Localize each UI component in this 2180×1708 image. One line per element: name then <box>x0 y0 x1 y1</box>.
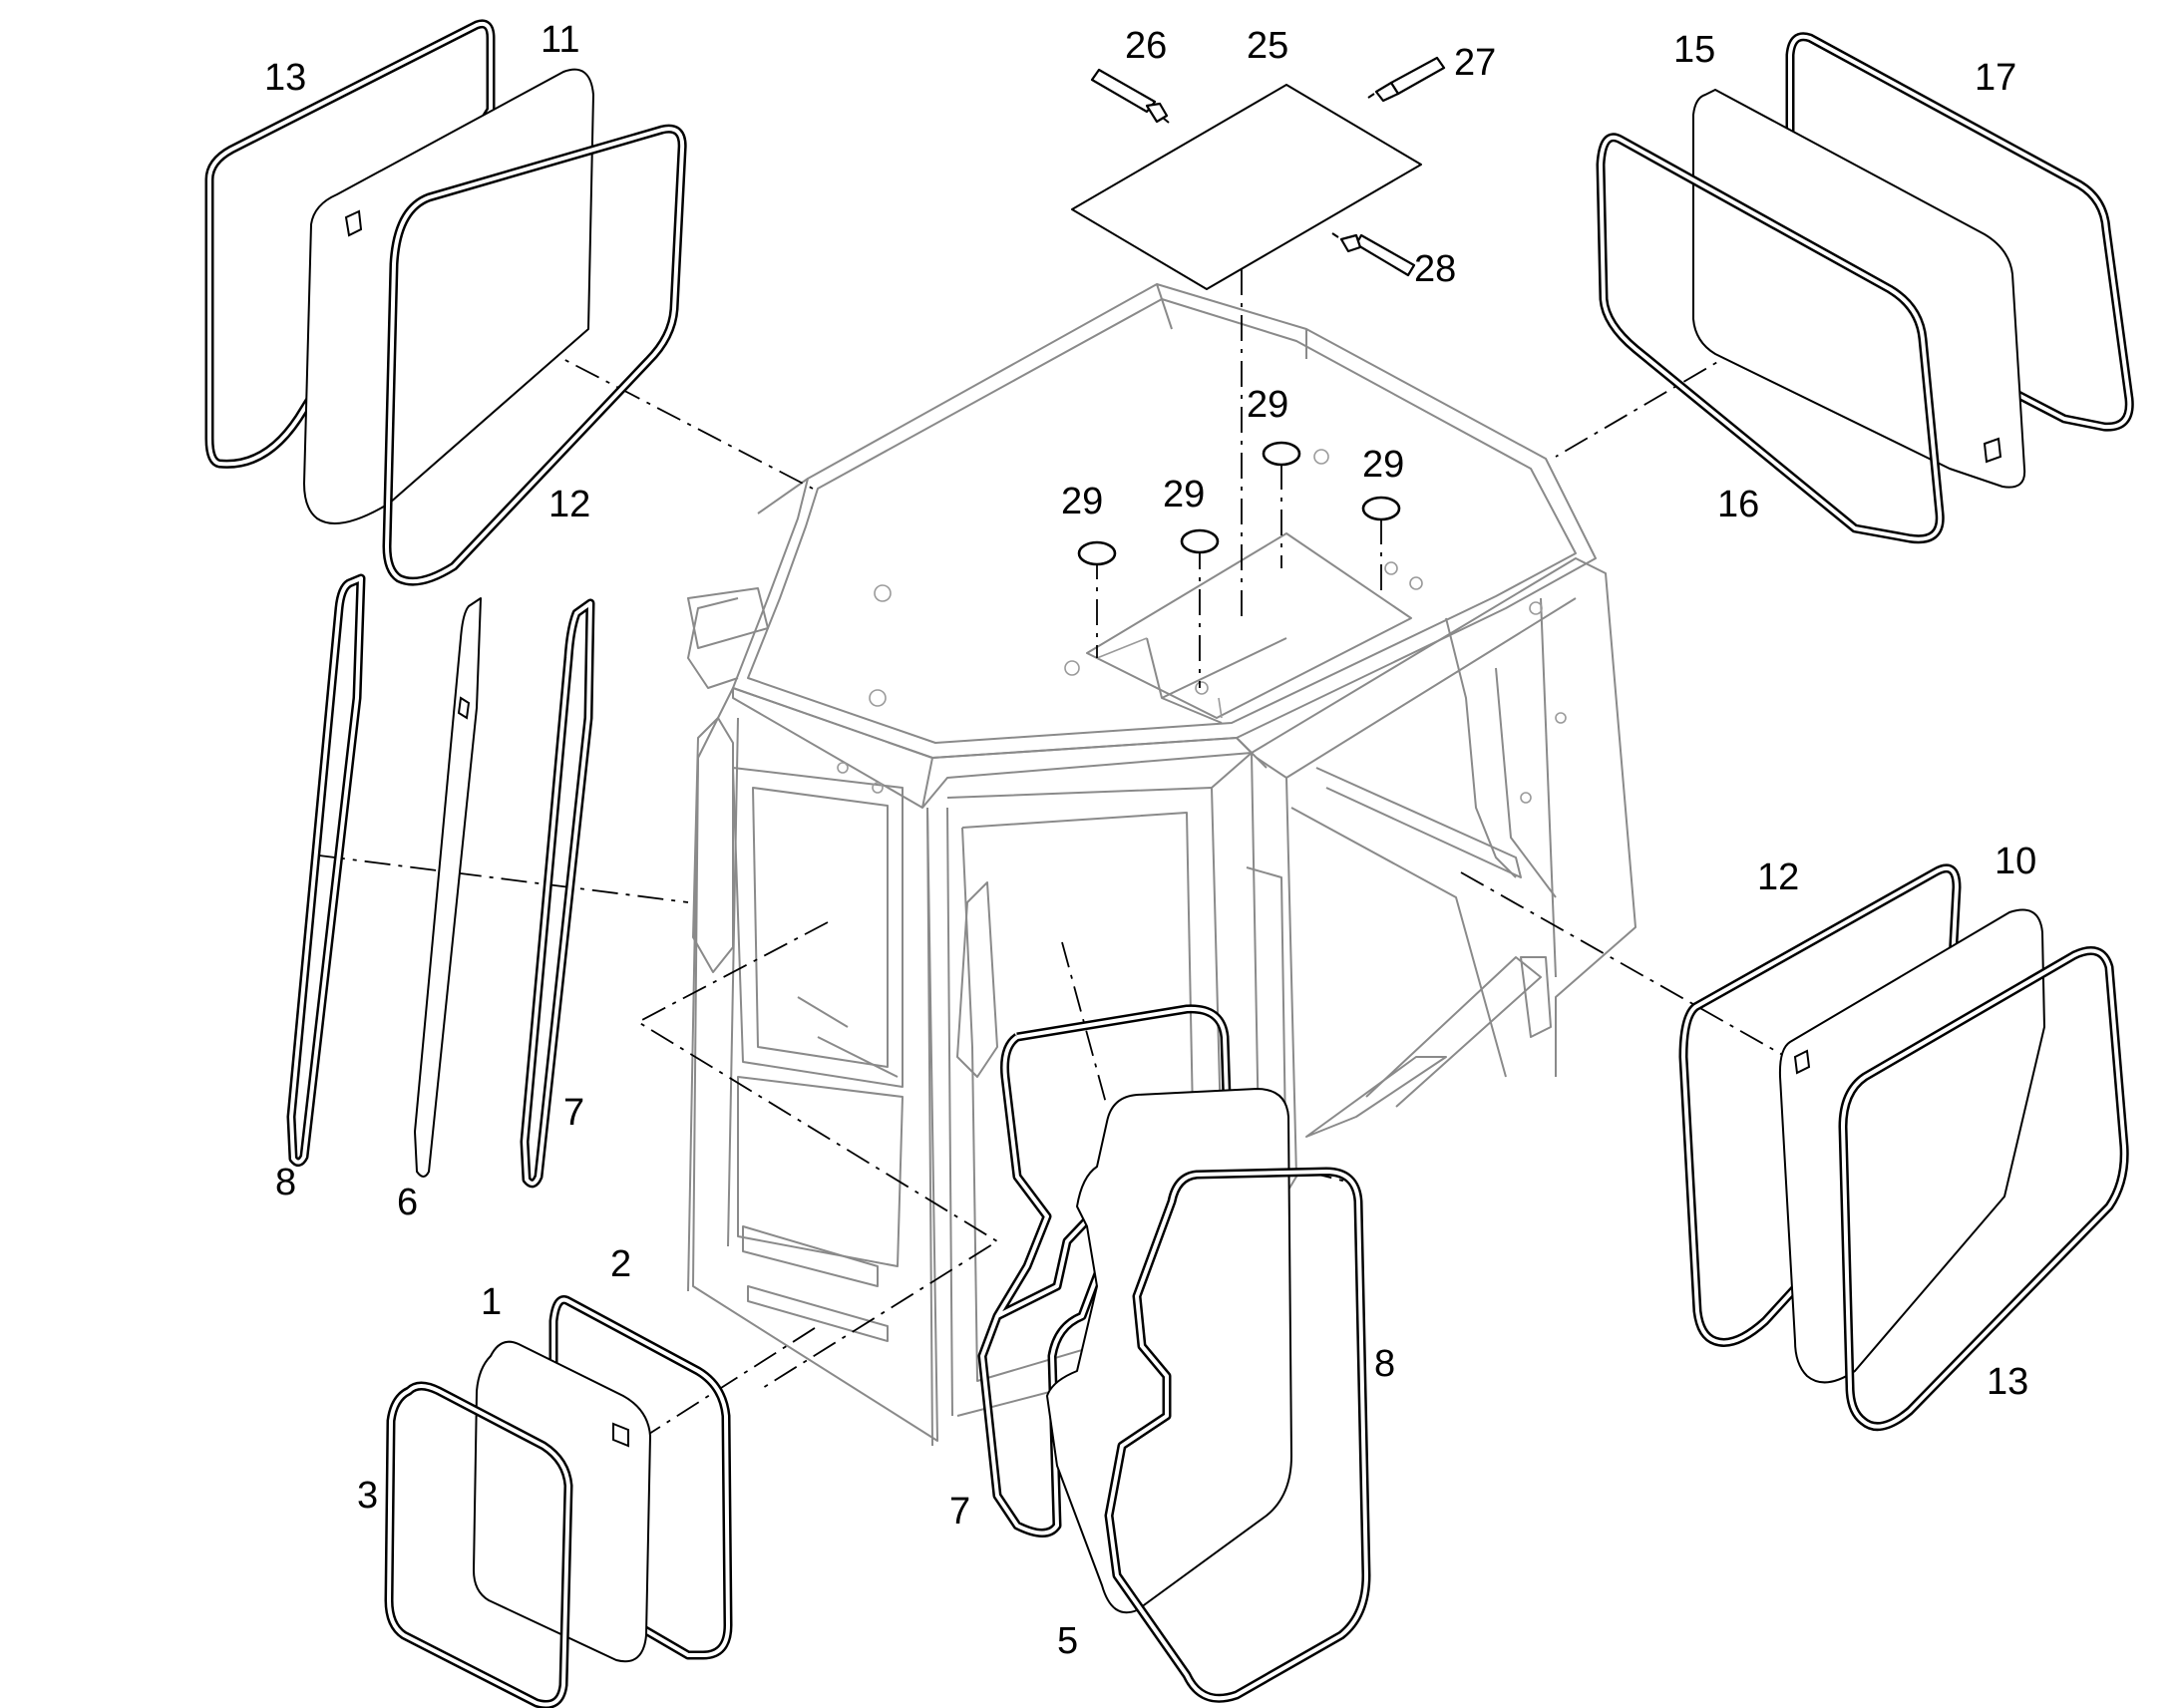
callout-8-left: 8 <box>275 1162 296 1203</box>
adhesive-tube-26 <box>1090 68 1170 124</box>
adhesive-tube-27 <box>1367 56 1446 103</box>
seal-12-right <box>1678 863 1962 1347</box>
glass-6 <box>414 597 482 1178</box>
seal-13-right <box>1838 946 2129 1432</box>
callout-28: 28 <box>1414 248 1456 290</box>
callout-2: 2 <box>610 1243 631 1285</box>
leader-lines <box>318 269 1826 1442</box>
callout-29-b: 29 <box>1362 444 1404 486</box>
callout-29-a: 29 <box>1247 384 1288 426</box>
callout-6: 6 <box>397 1182 418 1223</box>
callout-29-d: 29 <box>1061 481 1103 522</box>
seal-12-top-left <box>382 124 687 586</box>
callout-27: 27 <box>1454 42 1496 84</box>
callout-1: 1 <box>481 1281 502 1323</box>
seal-8-front <box>1104 1167 1371 1703</box>
callout-17: 17 <box>1975 57 2016 99</box>
adhesive-tube-28 <box>1331 232 1416 277</box>
cab-frame <box>687 283 1636 1447</box>
glass-15 <box>1692 89 2026 489</box>
seal-2-bottom-left <box>548 1295 733 1660</box>
callout-13-right: 13 <box>1987 1361 2028 1403</box>
roof-glass-25 <box>1071 84 1422 290</box>
seal-7-front <box>977 1004 1232 1537</box>
callout-8-front: 8 <box>1374 1343 1395 1385</box>
glass-1 <box>473 1340 651 1663</box>
callout-12-right: 12 <box>1757 856 1799 898</box>
seal-3-bottom-left <box>384 1381 573 1708</box>
callout-12-top-left: 12 <box>548 484 590 525</box>
callout-26: 26 <box>1125 25 1167 67</box>
callout-10: 10 <box>1995 841 2036 882</box>
seal-16-top-right <box>1596 133 1945 544</box>
seal-8-left <box>286 573 366 1167</box>
callout-labels: 13 11 12 26 25 27 28 29 29 29 29 15 17 1… <box>264 19 2036 1662</box>
glass-5 <box>1046 1088 1292 1614</box>
callout-29-c: 29 <box>1163 474 1205 515</box>
callout-11: 11 <box>541 19 579 61</box>
seal-17-top-right <box>1785 32 2134 432</box>
callout-3: 3 <box>357 1475 378 1517</box>
callout-7-front: 7 <box>949 1491 970 1533</box>
seal-13-top-left <box>204 19 496 469</box>
callout-7-left: 7 <box>563 1092 584 1134</box>
callout-15: 15 <box>1673 29 1715 71</box>
callout-25: 25 <box>1247 25 1288 67</box>
callout-16: 16 <box>1717 484 1759 525</box>
callout-5: 5 <box>1057 1620 1078 1662</box>
plugs-29 <box>1077 441 1401 566</box>
glass-11 <box>303 68 594 524</box>
seal-7-left <box>520 598 595 1189</box>
callout-13-top-left: 13 <box>264 57 306 99</box>
